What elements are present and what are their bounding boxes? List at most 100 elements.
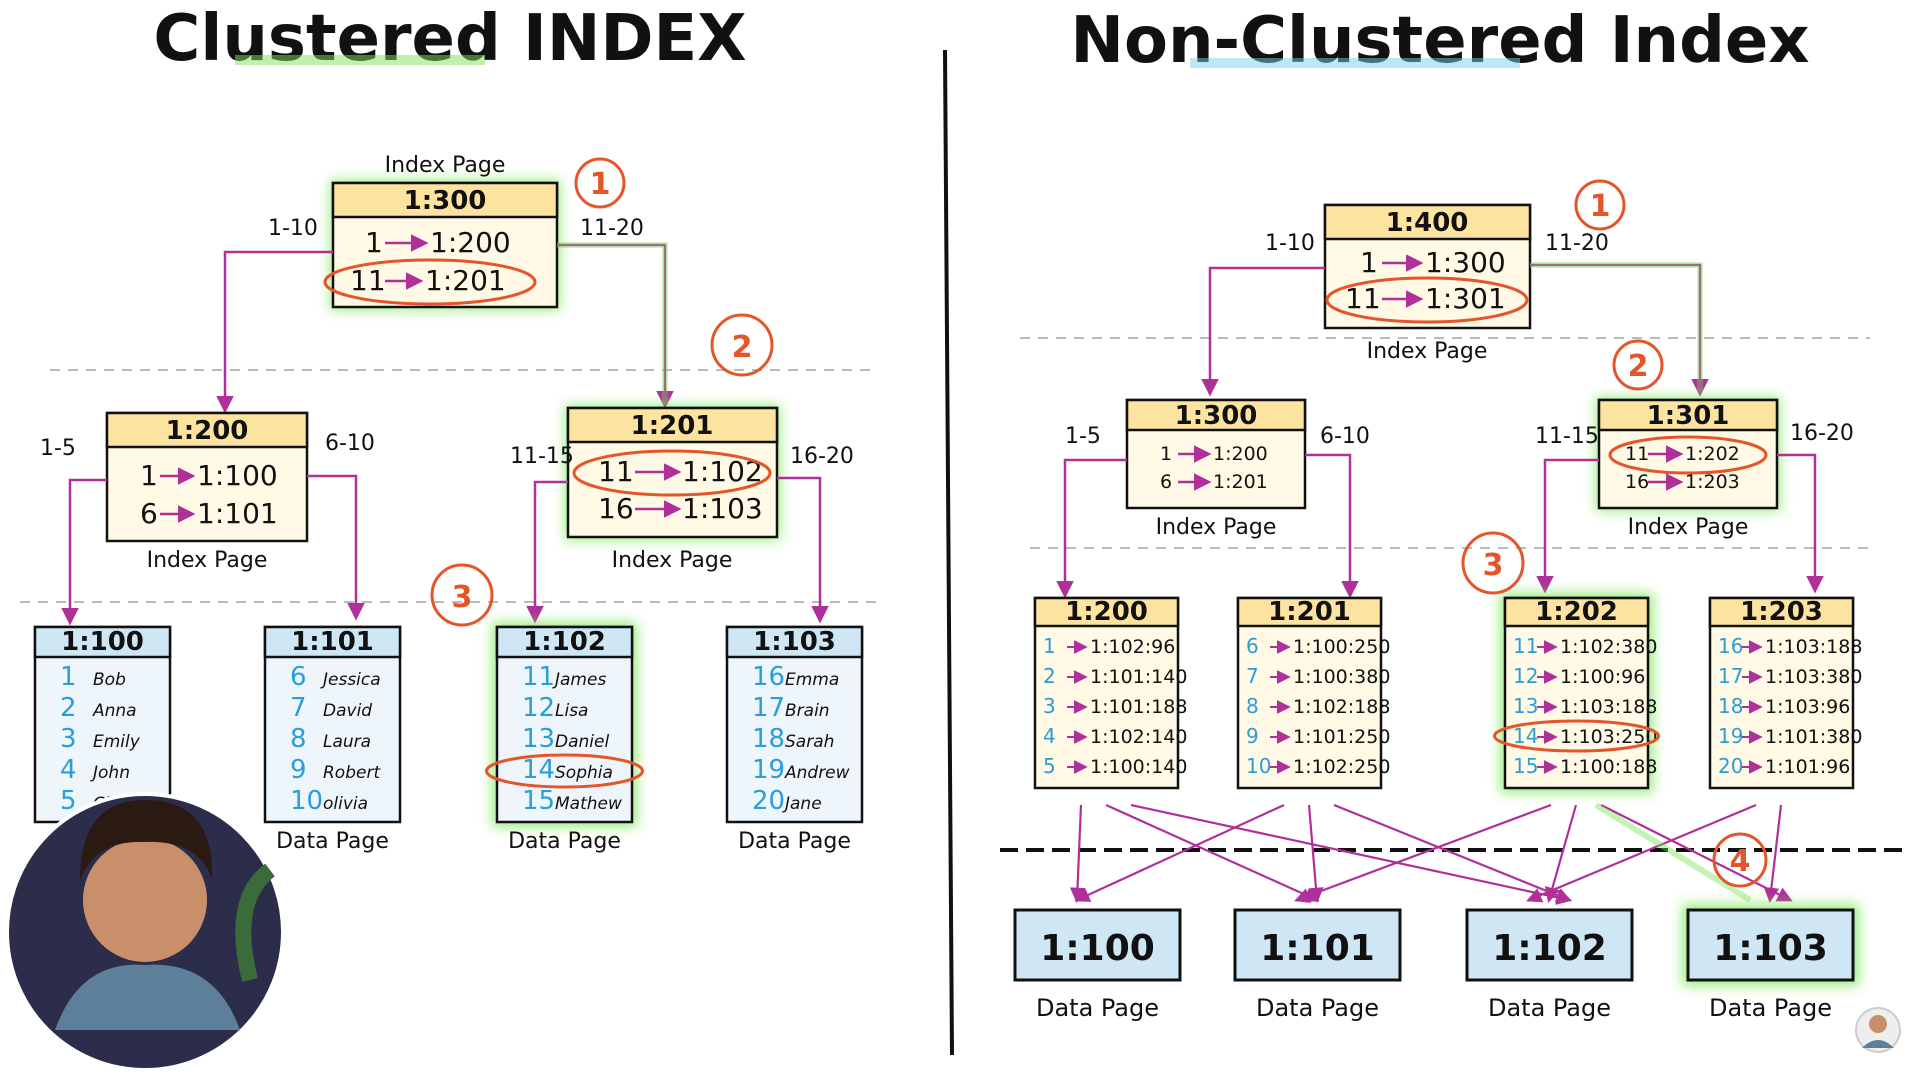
row-name: James [552,670,606,690]
row-key: 5 [1043,754,1056,778]
row-key: 20 [752,786,785,816]
selection-circle [1325,276,1529,324]
leaf-index-page-1:200: 1:20011:102:9621:101:14031:101:18841:102… [1033,596,1187,790]
page-caption: Index Page [1628,515,1749,540]
range-label: 11-15 [510,444,574,469]
range-label: 1-10 [1265,231,1315,256]
channel-avatar [1855,1007,1901,1053]
locator-arrow [1763,804,1783,904]
row-locator-arrows [1069,802,1793,905]
page-header: 1:201 [1268,597,1351,627]
locator-arrow [1600,804,1793,902]
row-name: Emily [93,732,141,752]
page-header: 1:300 [404,186,487,216]
range-label: 11-20 [580,216,644,241]
data-page-1:101: 1:1016Jessica7David8Laura9Robert10olivia… [263,625,402,854]
row-key: 10 [290,786,323,816]
row-locator: 1:101:188 [1090,696,1187,718]
left-title-underline [235,55,485,65]
pointer-arrow [1305,453,1359,599]
row-locator: 1:103:188 [1765,636,1862,658]
locator-arrow [1069,804,1086,904]
svg-text:2: 2 [1628,349,1649,384]
key: 16 [598,492,634,525]
locator-arrow [1105,803,1320,902]
row-key: 16 [1718,634,1743,658]
page-header: 1:101 [1260,928,1375,969]
row-name: Sophia [555,763,613,783]
pointer: 1:201 [1213,471,1268,493]
row-key: 15 [1513,754,1538,778]
locator-arrow [1294,803,1552,903]
row-key: 9 [1246,724,1259,748]
pointer: 1:100 [197,459,278,492]
svg-text:3: 3 [1483,548,1504,583]
selection-circle [485,753,644,789]
page-caption: Data Page [508,829,621,854]
step-badge: 3 [430,563,494,627]
left-inner-index-page-b: 1:201 11 1:102 16 1:103 Index Page [565,405,780,573]
step-badge: 2 [710,313,774,377]
key: 16 [1625,471,1649,493]
row-locator: 1:102:96 [1090,636,1175,658]
left-inner-index-page-a: 1:200 1 1:100 6 1:101 Index Page [105,411,309,573]
row-locator: 1:101:250 [1293,726,1390,748]
key: 11 [350,264,386,297]
row-locator: 1:100:380 [1293,666,1390,688]
row-name: Brain [785,701,830,721]
locator-arrow [1130,803,1573,905]
row-key: 9 [290,755,307,785]
range-label: 1-10 [268,216,318,241]
locator-arrow [1526,803,1757,903]
row-locator: 1:103:250 [1560,726,1657,748]
row-key: 14 [1513,724,1538,748]
page-header: 1:300 [1175,401,1258,431]
left-root-index-page: 1:300 1 1:200 11 1:201 Index Page [323,153,560,310]
svg-text:3: 3 [452,580,473,615]
row-key: 12 [522,693,555,723]
row-key: 7 [290,693,307,723]
page-caption: Index Page [1367,339,1488,364]
svg-text:1: 1 [1590,189,1611,224]
right-root-index-page: 1:400 1 1:300 11 1:301 Index Page [1323,203,1532,364]
row-name: Daniel [555,732,609,752]
row-key: 14 [522,755,555,785]
key: 6 [140,497,158,530]
row-name: David [323,701,372,721]
row-name: Jessica [320,670,381,690]
row-key: 2 [60,693,77,723]
pointer: 1:101 [197,497,278,530]
pointer-arrow [1536,458,1599,594]
row-name: Andrew [784,763,850,783]
range-label: 6-10 [325,431,375,456]
step-badge: 1 [574,157,626,209]
row-locator: 1:100:96 [1560,666,1645,688]
leaf-index-page-1:202: 1:202111:102:380121:100:96131:103:188141… [1493,593,1660,793]
row-locator: 1:102:380 [1560,636,1657,658]
key: 1 [365,226,383,259]
row-name: Bob [93,670,126,690]
page-caption: Data Page [1256,994,1379,1022]
page-header: 1:200 [1065,597,1148,627]
pointer: 1:301 [1425,282,1506,315]
page-caption: Data Page [1709,994,1832,1022]
row-key: 7 [1246,664,1259,688]
row-locator: 1:102:188 [1293,696,1390,718]
right-inner-index-page-a: 1:300 1 1:200 6 1:201 Index Page [1125,398,1307,540]
row-locator: 1:100:140 [1090,756,1187,778]
row-key: 1 [1043,634,1056,658]
pointer-arrow [1201,266,1325,397]
row-key: 18 [1718,694,1743,718]
row-key: 16 [752,662,785,692]
path-highlight [1530,262,1703,393]
range-label: 11-20 [1545,231,1609,256]
pointer-arrow [526,480,568,624]
pointer-arrow [61,478,107,626]
leaf-index-page-1:203: 1:203161:103:188171:103:380181:103:96191… [1708,596,1862,790]
row-name: Robert [323,763,381,783]
key: 1 [140,459,158,492]
